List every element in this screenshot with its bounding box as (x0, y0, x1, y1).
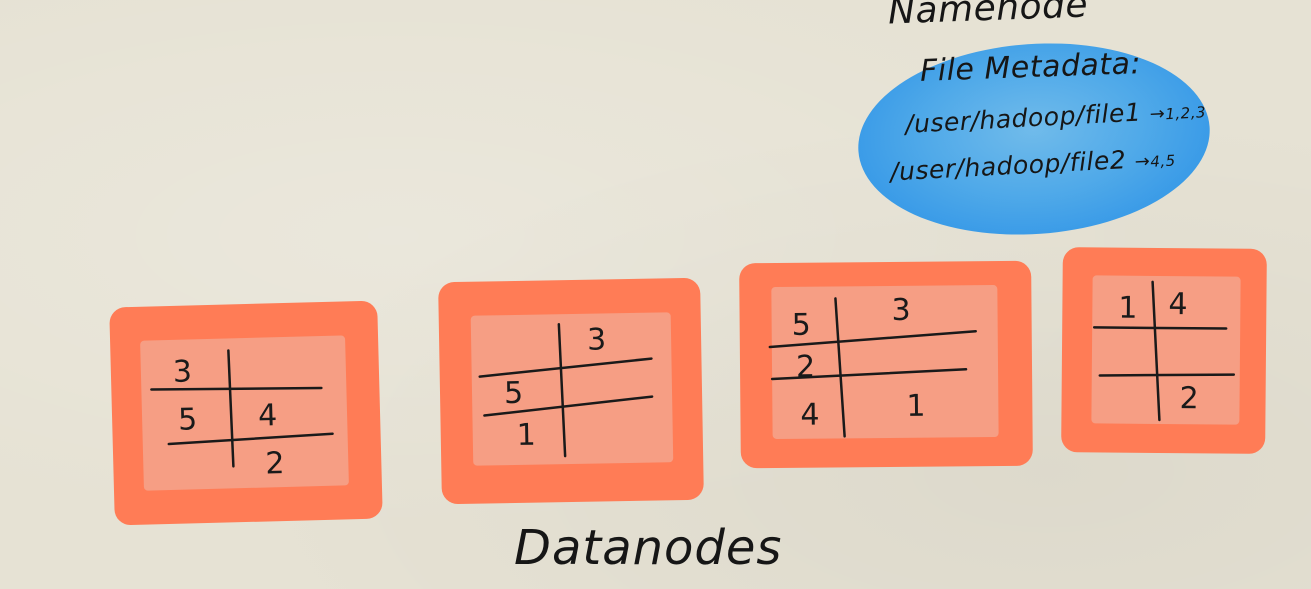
block-label: 5 (177, 402, 198, 438)
block-label: 2 (264, 446, 285, 482)
block-label: 3 (891, 292, 911, 328)
datanode-1: 3 5 4 2 (109, 300, 383, 526)
block-label: 3 (586, 322, 607, 358)
datanode-2: 3 5 1 (438, 277, 704, 505)
block-label: 4 (257, 398, 278, 434)
block-label: 1 (516, 417, 537, 453)
metadata-arrow: → (1149, 103, 1166, 126)
block-label: 5 (791, 307, 811, 343)
namenode-title: Namenode (887, 0, 1089, 33)
block-label: 4 (800, 397, 820, 433)
block-label: 3 (172, 354, 193, 390)
datanode-4: 1 4 2 (1061, 247, 1267, 454)
block-label: 5 (503, 375, 524, 412)
metadata-blocks: 1,2,3 (1164, 103, 1207, 124)
block-label: 1 (906, 388, 926, 424)
datanode-grid (1092, 280, 1236, 422)
block-label: 2 (795, 349, 816, 385)
datanode-grid (150, 349, 334, 468)
datanodes-label: Datanodes (514, 520, 783, 576)
metadata-blocks: 4,5 (1149, 151, 1177, 171)
datanode-3: 5 3 2 4 1 (739, 260, 1033, 469)
datanode-grid (768, 297, 977, 438)
block-label: 2 (1179, 381, 1199, 417)
metadata-arrow: → (1134, 150, 1151, 173)
block-label: 4 (1168, 287, 1188, 323)
block-label: 1 (1118, 290, 1138, 326)
datanode-grid (478, 322, 654, 458)
